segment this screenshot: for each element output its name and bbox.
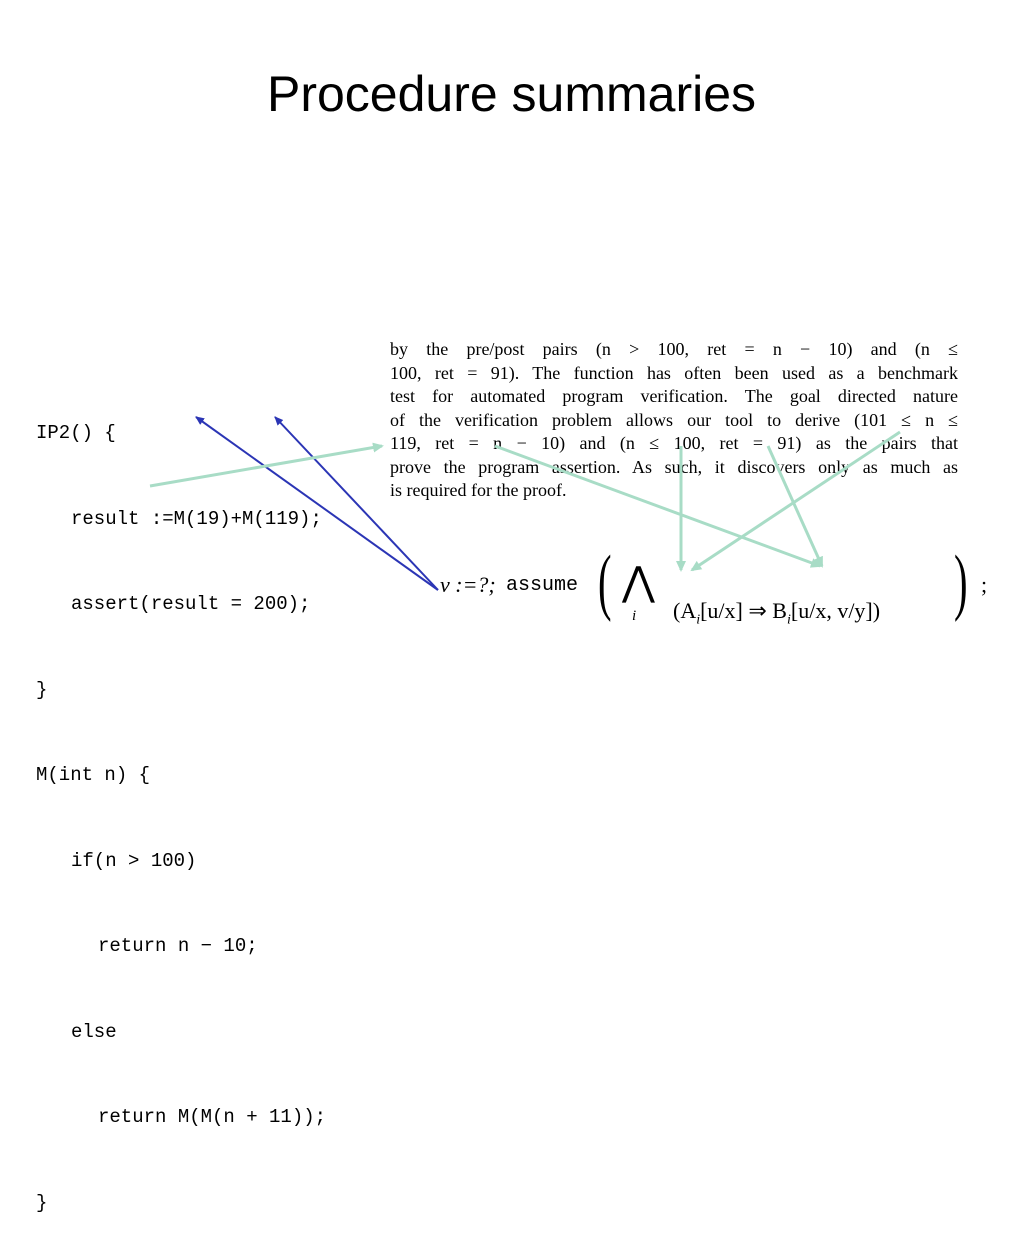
paper-excerpt: by the pre/post pairs (n > 100, ret = n …: [390, 338, 958, 503]
formula-open-paren: (: [598, 541, 612, 623]
blue-arrow-m19: [195, 416, 439, 591]
green-arrow-m-to-text: [149, 442, 384, 488]
green-arrow-proof: [766, 445, 824, 568]
paragraph-line: 100, ret = 91). The function has often b…: [390, 362, 958, 383]
code-line: return n − 10;: [98, 935, 258, 957]
formula-body-sub: i: [696, 612, 701, 628]
paragraph-line: test for automated program verification.…: [390, 386, 958, 406]
formula-close-paren: ): [954, 541, 968, 623]
formula-mid-sub: i: [786, 612, 791, 628]
green-arrow-pairs: [690, 430, 901, 572]
code-line: if(n > 100): [71, 849, 197, 872]
code-line: assert(result = 200);: [71, 593, 311, 615]
formula-big-and: ⋀: [622, 559, 655, 604]
assume-formula: v :=?; assume ( ⋀ i (Ai[u/x] ⇒ Bi[u/x, v…: [440, 541, 1000, 632]
code-line: }: [36, 678, 48, 701]
blue-arrows: [195, 416, 439, 591]
formula-assume-keyword: assume: [506, 574, 579, 597]
formula-body-tail: [u/x, v/y]): [790, 598, 881, 623]
paragraph-line: prove the program assertion. As such, it…: [390, 456, 958, 477]
paragraph-line: of the verification problem allows our t…: [390, 409, 958, 430]
green-arrow-n-ret: [494, 444, 822, 568]
code-line: return M(M(n + 11));: [98, 1106, 327, 1128]
formula-subscript: i: [632, 608, 637, 624]
blue-arrow-m119: [274, 416, 439, 591]
code-line: IP2() {: [36, 422, 116, 444]
slide-title: Procedure summaries: [266, 66, 757, 122]
paragraph-line: is required for the proof.: [390, 480, 567, 500]
formula-semicolon: ;: [981, 572, 988, 597]
formula-body: (Ai[u/x] ⇒ Bi[u/x, v/y]): [651, 572, 880, 654]
formula-body-mid: [u/x] ⇒ B: [700, 598, 787, 623]
green-arrows: [149, 430, 901, 572]
paragraph-line: by the pre/post pairs (n > 100, ret = n …: [390, 339, 958, 359]
code-line: else: [71, 1020, 117, 1043]
annotation-arrows: [149, 416, 901, 591]
paragraph-line: 119, ret = n − 10) and (n ≤ 100, ret = 9…: [390, 433, 958, 453]
code-line: }: [36, 1191, 48, 1214]
formula-body-start: (A: [673, 598, 697, 623]
code-line: result :=M(19)+M(119);: [71, 507, 322, 530]
formula-v-assign: v :=?;: [440, 572, 496, 597]
